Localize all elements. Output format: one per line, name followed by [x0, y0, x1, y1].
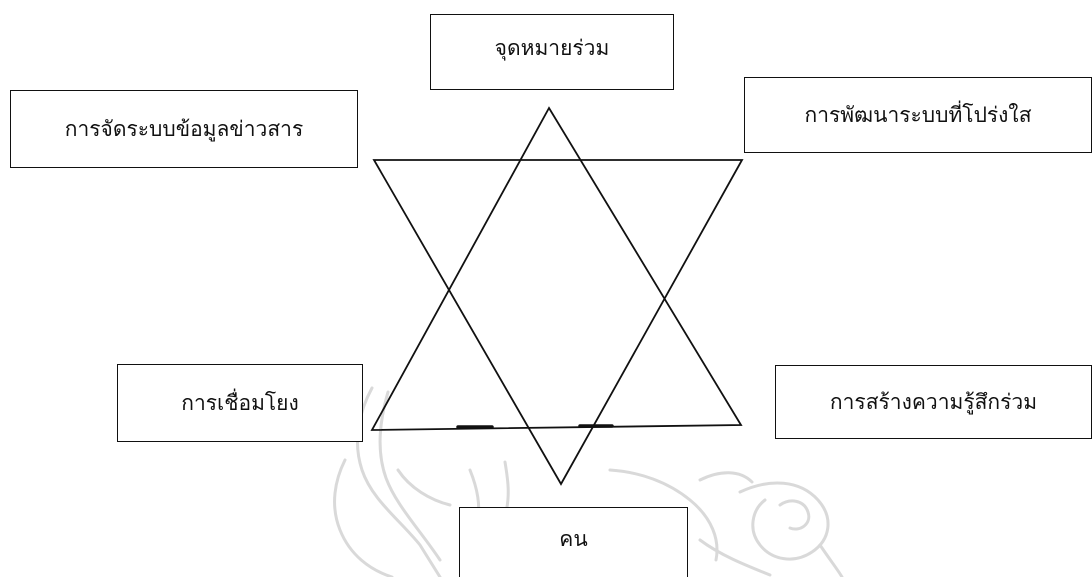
label-shared-feeling: การสร้างความรู้สึกร่วม [829, 389, 1038, 414]
star-upward-triangle [370, 106, 743, 431]
label-information-system: การจัดระบบข้อมูลข่าวสาร [64, 116, 304, 141]
label-box-shared-goal: จุดหมายร่วม [430, 14, 674, 90]
label-linkage: การเชื่อมโยง [181, 390, 299, 415]
label-people: คน [559, 526, 588, 551]
label-box-shared-feeling: การสร้างความรู้สึกร่วม [775, 365, 1092, 439]
star-downward-triangle [372, 159, 744, 486]
label-box-information-system: การจัดระบบข้อมูลข่าวสาร [10, 90, 358, 168]
label-shared-goal: จุดหมายร่วม [494, 35, 610, 60]
label-box-transparent-system: การพัฒนาระบบที่โปร่งใส [744, 77, 1092, 153]
label-transparent-system: การพัฒนาระบบที่โปร่งใส [804, 102, 1032, 127]
label-box-people: คน [459, 507, 688, 577]
label-box-linkage: การเชื่อมโยง [117, 364, 363, 442]
